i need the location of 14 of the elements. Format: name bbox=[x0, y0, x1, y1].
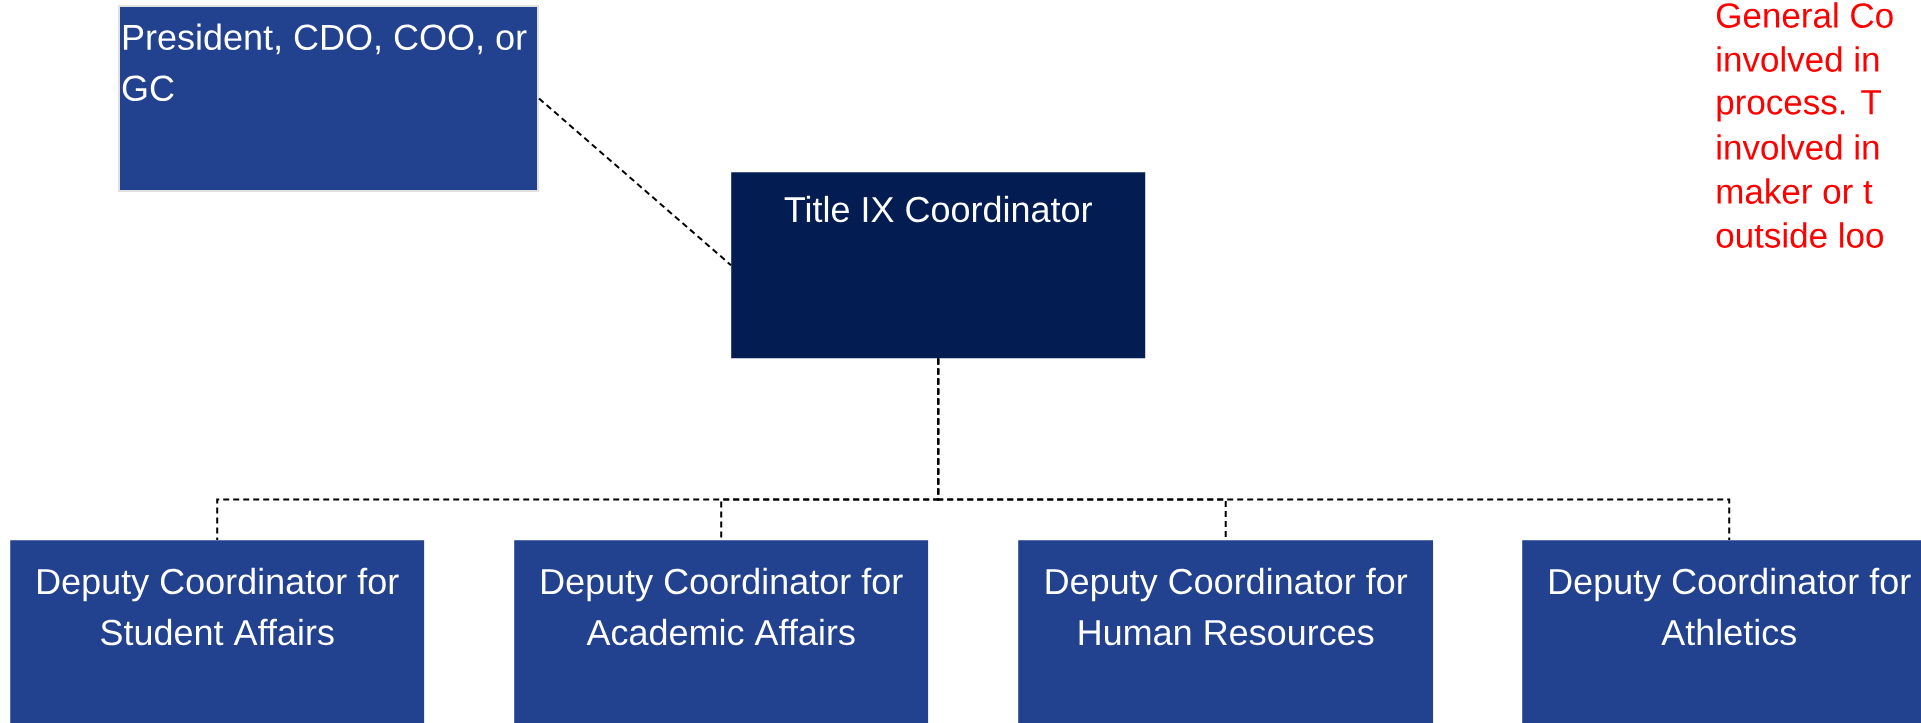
role-box: President, CDO, COO, or GC bbox=[118, 5, 539, 192]
deputy-box: Deputy Coordinator for Academic Affairs bbox=[514, 540, 929, 723]
coordinator-box: Title IX Coordinator bbox=[731, 172, 1146, 359]
note-text: involved in bbox=[1717, 134, 1879, 160]
deputy-box: Deputy Coordinator for Human Resources bbox=[1018, 540, 1434, 723]
connector-line bbox=[538, 97, 732, 267]
note-text: process. T bbox=[1717, 90, 1881, 122]
connector-line bbox=[937, 357, 1731, 541]
deputy-box: Deputy Coordinator for Student Affairs bbox=[10, 540, 425, 723]
note-text: maker or t bbox=[1717, 178, 1873, 204]
note-text: General Co bbox=[1717, 2, 1893, 28]
deputy-box: Deputy Coordinator for Athletics bbox=[1522, 540, 1921, 723]
note-text: outside loo bbox=[1716, 222, 1883, 248]
note-text: involved in bbox=[1717, 46, 1879, 72]
